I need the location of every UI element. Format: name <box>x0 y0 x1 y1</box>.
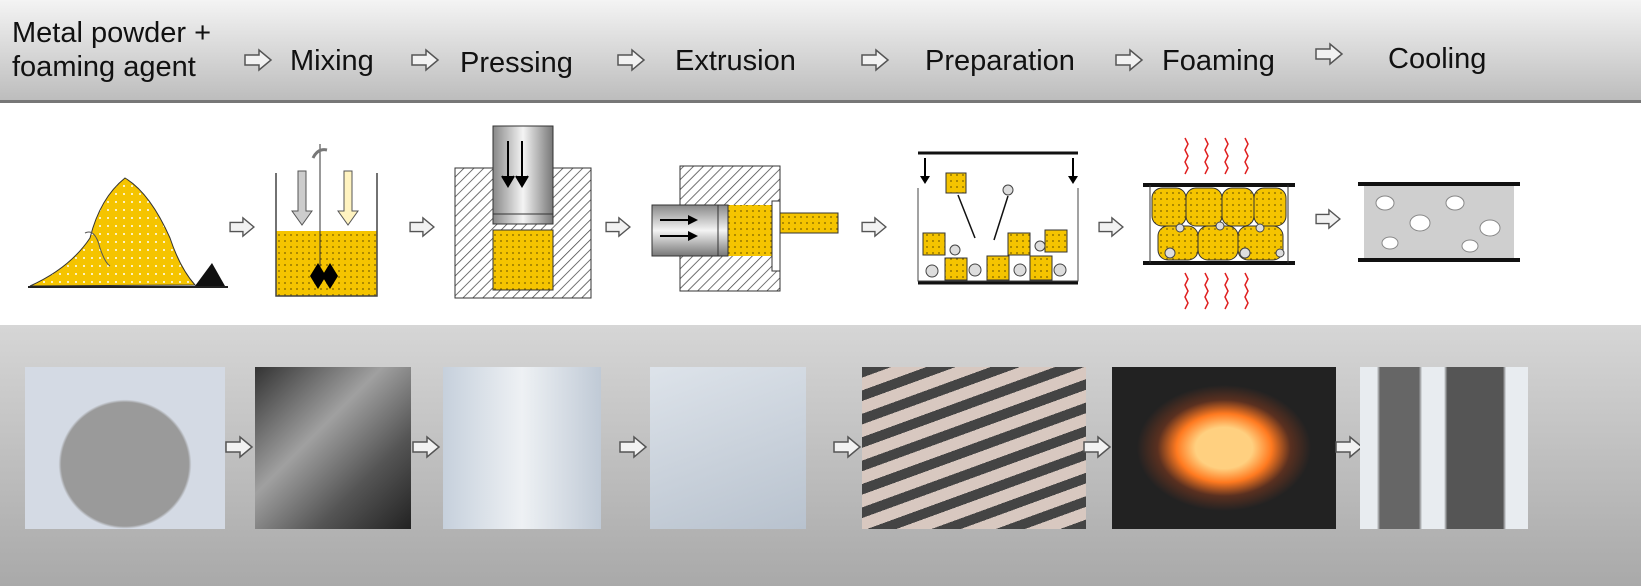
step-label-powder: Metal powder +foaming agent <box>12 17 212 83</box>
powder-pile-schematic <box>28 177 228 288</box>
arrow-icon <box>1082 435 1112 459</box>
step-label-preparation: Preparation <box>925 45 1075 77</box>
arrow-icon <box>1098 217 1124 237</box>
preparation-schematic <box>917 151 1079 285</box>
photo-strip <box>0 325 1641 586</box>
arrow-icon <box>860 48 890 72</box>
arrow-icon <box>409 217 435 237</box>
photo-extruded-bars <box>650 367 806 529</box>
arrow-icon <box>618 435 648 459</box>
photo-preparation-tray <box>862 367 1086 529</box>
pressing-schematic <box>454 125 592 299</box>
arrow-icon <box>224 435 254 459</box>
step-label-cooling: Cooling <box>1388 43 1487 75</box>
arrow-icon <box>1314 42 1344 66</box>
extrusion-schematic <box>651 165 839 292</box>
arrow-icon <box>411 435 441 459</box>
arrow-icon <box>605 217 631 237</box>
photo-cooled-foam <box>1360 367 1528 529</box>
step-label-mixing: Mixing <box>290 45 374 77</box>
heat-arrows <box>1184 137 1249 310</box>
process-schematics <box>28 125 1520 310</box>
arrow-icon <box>1315 209 1341 229</box>
arrow-icon <box>616 48 646 72</box>
foaming-schematic <box>1143 137 1295 310</box>
mixing-schematic <box>275 144 378 297</box>
step-label-extrusion: Extrusion <box>675 45 796 77</box>
arrow-icon <box>1114 48 1144 72</box>
step-label-foaming: Foaming <box>1162 45 1275 77</box>
arrow-icon <box>861 217 887 237</box>
arrow-icon <box>832 435 862 459</box>
cooling-schematic <box>1358 182 1520 262</box>
arrow-icon <box>243 48 273 72</box>
photo-foaming-furnace <box>1112 367 1336 529</box>
photo-metal-powder <box>25 367 225 529</box>
step-label-pressing: Pressing <box>460 47 573 79</box>
process-header-bar: Metal powder +foaming agent Mixing Press… <box>0 0 1641 103</box>
photo-mixer <box>255 367 411 529</box>
arrow-icon <box>229 217 255 237</box>
arrow-icon <box>410 48 440 72</box>
photo-pressed-billets <box>443 367 601 529</box>
